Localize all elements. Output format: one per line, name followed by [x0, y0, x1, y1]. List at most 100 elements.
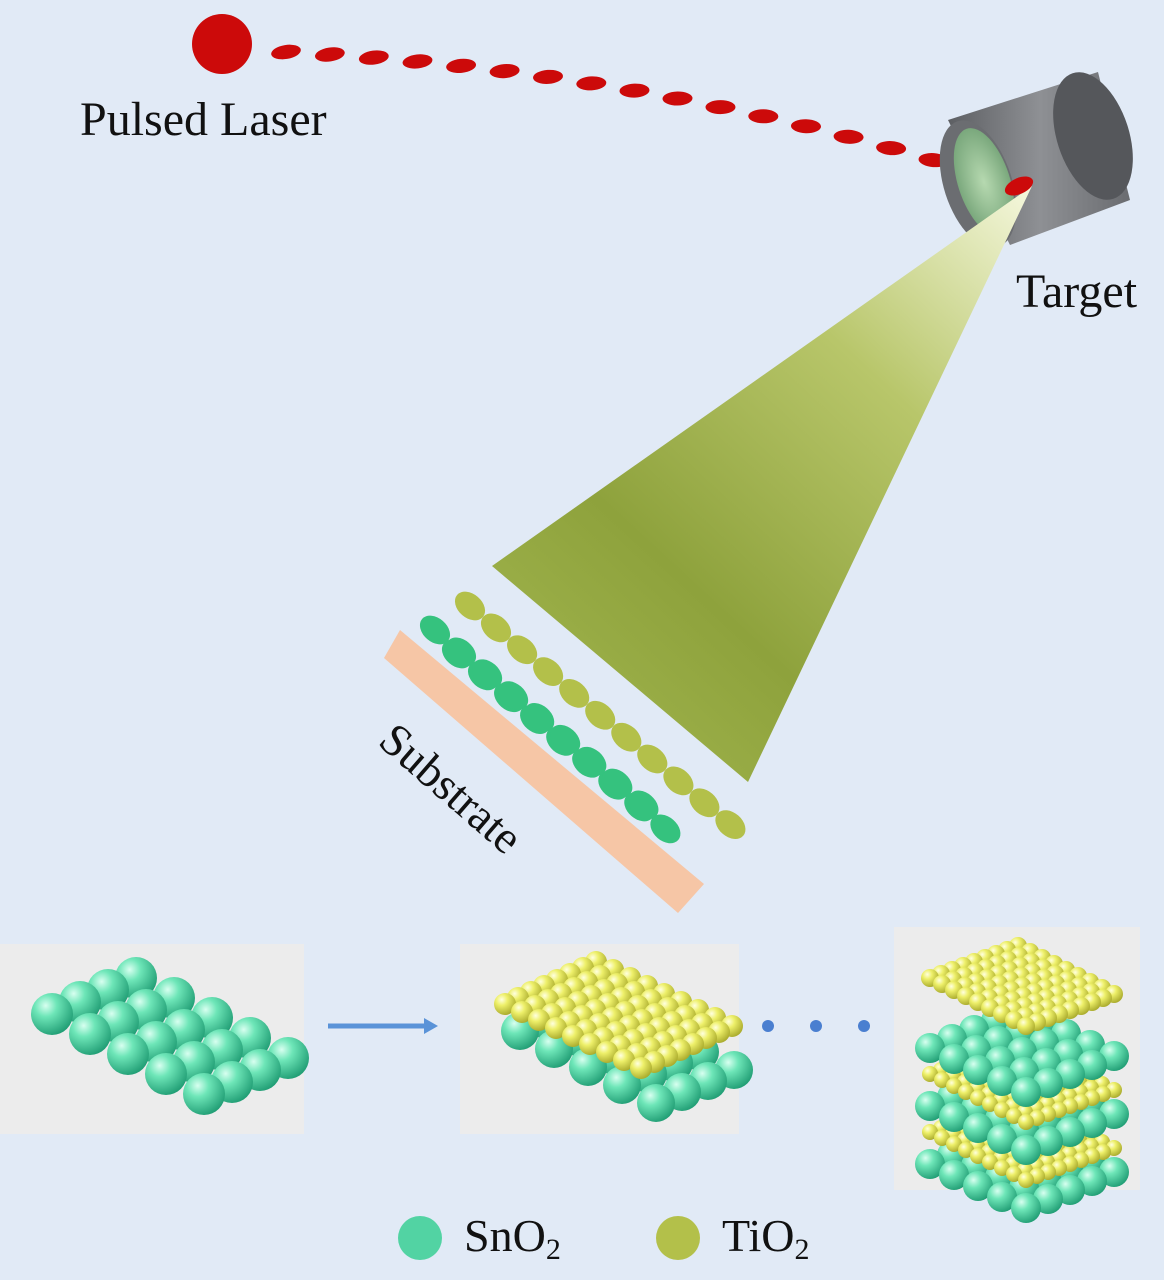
laser-pulse-dash	[662, 91, 693, 106]
laser-pulse-dash	[876, 141, 907, 156]
legend-label-tio2: TiO2	[722, 1210, 810, 1266]
sno2-sphere	[145, 1053, 187, 1095]
laser-pulse-dash	[358, 50, 389, 65]
sno2-sphere	[987, 1066, 1017, 1096]
tio2-particle	[637, 744, 668, 774]
sno2-monolayer-lattice	[31, 957, 309, 1115]
legend-item-sno2: SnO2	[398, 1210, 561, 1266]
sno2-sphere	[987, 1124, 1017, 1154]
multilayer-cube-lattice	[915, 937, 1129, 1223]
laser-pulse-dash	[489, 64, 520, 79]
sno2-sphere	[963, 1113, 993, 1143]
laser-pulse-dash	[705, 100, 736, 115]
tio2-sphere	[934, 1130, 950, 1146]
laser-pulse-dash	[271, 44, 301, 60]
sno2-sphere	[939, 1102, 969, 1132]
substrate-bar	[384, 630, 704, 913]
target-label: Target	[1016, 265, 1138, 318]
tio2-sphere	[1017, 1017, 1035, 1035]
sno2-particle	[419, 615, 451, 645]
sno2-sphere	[939, 1044, 969, 1074]
tio2-particle	[663, 766, 694, 796]
laser-label: Pulsed Laser	[80, 93, 327, 146]
tio2-particle	[533, 657, 564, 686]
sno2-sphere	[1011, 1077, 1041, 1107]
laser-pulse-dash	[533, 69, 563, 84]
sno2-sphere	[603, 1066, 641, 1104]
ablation-plume	[492, 186, 1032, 782]
sno2-sphere	[69, 1013, 111, 1055]
sno2-particle	[498, 681, 529, 710]
sno2-particle	[524, 703, 555, 732]
sno2-sphere	[987, 1182, 1017, 1212]
tio2-sphere	[958, 1142, 974, 1158]
tio2-sphere	[994, 1102, 1010, 1118]
sno2-particle	[550, 724, 581, 754]
tio2-sphere	[579, 1033, 601, 1055]
sno2-particle	[602, 768, 633, 798]
sno2-particle	[445, 637, 477, 667]
tio2-sphere	[958, 1084, 974, 1100]
tio2-particle	[689, 788, 720, 818]
laser-pulse-dash	[833, 129, 864, 144]
laser-pulse-dash	[791, 119, 821, 134]
sno2-sphere	[1011, 1135, 1041, 1165]
tio2-particle	[507, 635, 538, 665]
laser-pulse-dash	[315, 47, 345, 62]
laser-impact-spot	[1004, 176, 1034, 196]
tio2-sphere	[528, 1009, 550, 1031]
sno2-swatch-icon	[398, 1216, 442, 1260]
tio2-swatch-icon	[656, 1216, 700, 1260]
laser-source-dot	[192, 14, 252, 74]
tio2-particle	[715, 810, 746, 839]
tio2-particle	[454, 591, 486, 621]
tio2-sphere	[1006, 1108, 1022, 1124]
sno2-sphere	[915, 1091, 945, 1121]
sno2-sphere	[963, 1055, 993, 1085]
tio2-sphere	[545, 1017, 567, 1039]
laser-pulse-dash	[446, 58, 477, 74]
sno2-sphere	[1011, 1193, 1041, 1223]
laser-pulse-dash	[576, 76, 607, 91]
tio2-particle	[585, 700, 616, 730]
legend-item-tio2: TiO2	[656, 1210, 809, 1266]
laser-beam	[271, 44, 1033, 194]
tio2-sphere	[922, 1124, 938, 1140]
tio2-particle	[611, 722, 642, 752]
right-arrow-icon	[328, 1018, 438, 1034]
bilayer-lattice	[494, 951, 753, 1122]
tio2-sphere	[630, 1057, 652, 1079]
tio2-sphere	[922, 1066, 938, 1082]
tio2-sphere	[494, 993, 516, 1015]
tio2-particle	[480, 613, 512, 643]
tio2-sphere	[613, 1049, 635, 1071]
laser-pulse-dash	[748, 109, 779, 124]
sno2-particle	[472, 659, 503, 689]
tio2-sphere	[1018, 1172, 1034, 1188]
tio2-sphere	[982, 1154, 998, 1170]
tio2-sphere	[946, 1078, 962, 1094]
sno2-sphere	[107, 1033, 149, 1075]
tio2-sphere	[970, 1148, 986, 1164]
sno2-particle	[576, 746, 607, 776]
deposited-film	[419, 591, 746, 844]
tio2-sphere	[1018, 1114, 1034, 1130]
tio2-sphere	[946, 1136, 962, 1152]
sno2-sphere	[31, 993, 73, 1035]
tio2-sphere	[1006, 1166, 1022, 1182]
sno2-sphere	[183, 1073, 225, 1115]
laser-pulse-dash	[619, 83, 650, 98]
sno2-sphere	[963, 1171, 993, 1201]
tio2-sphere	[562, 1025, 584, 1047]
sno2-sphere	[915, 1149, 945, 1179]
tio2-sphere	[934, 1072, 950, 1088]
tio2-sphere	[994, 1160, 1010, 1176]
sno2-sphere	[939, 1160, 969, 1190]
tio2-sphere	[596, 1041, 618, 1063]
tio2-sphere	[511, 1001, 533, 1023]
sno2-sphere	[915, 1033, 945, 1063]
ellipsis-dots-icon	[762, 1020, 870, 1032]
tio2-sphere	[970, 1090, 986, 1106]
tio2-particle	[559, 679, 590, 708]
